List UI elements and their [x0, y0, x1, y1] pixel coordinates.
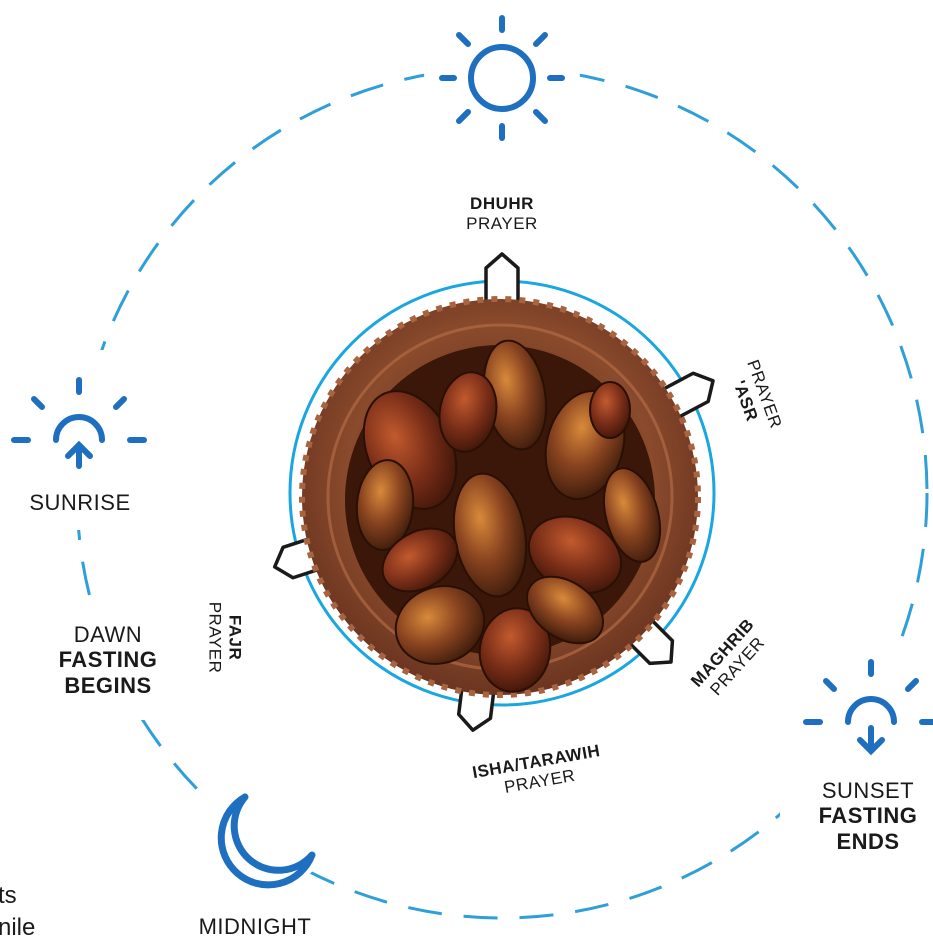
fasting-begins-line1: FASTING — [38, 647, 178, 672]
dawn-text: DAWN — [38, 622, 178, 647]
sunset-fasting-ends-label: SUNSET FASTING ENDS — [798, 778, 933, 854]
dhuhr-prayer-label: DHUHR PRAYER — [440, 194, 564, 233]
cropped-text-fragment-2: nile — [0, 914, 35, 942]
fajr-prayer-label: FAJR PRAYER — [205, 593, 244, 683]
sunrise-label: SUNRISE — [20, 490, 140, 515]
fajr-name: FAJR — [225, 593, 245, 683]
midnight-label: MIDNIGHT — [180, 914, 330, 939]
cropped-text-fragment-1: ts — [0, 882, 17, 910]
fasting-begins-line2: BEGINS — [38, 673, 178, 698]
fajr-word: PRAYER — [205, 593, 225, 683]
dhuhr-name: DHUHR — [440, 194, 564, 214]
dawn-fasting-begins-label: DAWN FASTING BEGINS — [38, 622, 178, 698]
fasting-ends-line1: FASTING — [798, 803, 933, 828]
dhuhr-word: PRAYER — [440, 214, 564, 234]
fasting-ends-line2: ENDS — [798, 829, 933, 854]
dates-bowl-image — [302, 299, 698, 697]
sunset-text: SUNSET — [798, 778, 933, 803]
